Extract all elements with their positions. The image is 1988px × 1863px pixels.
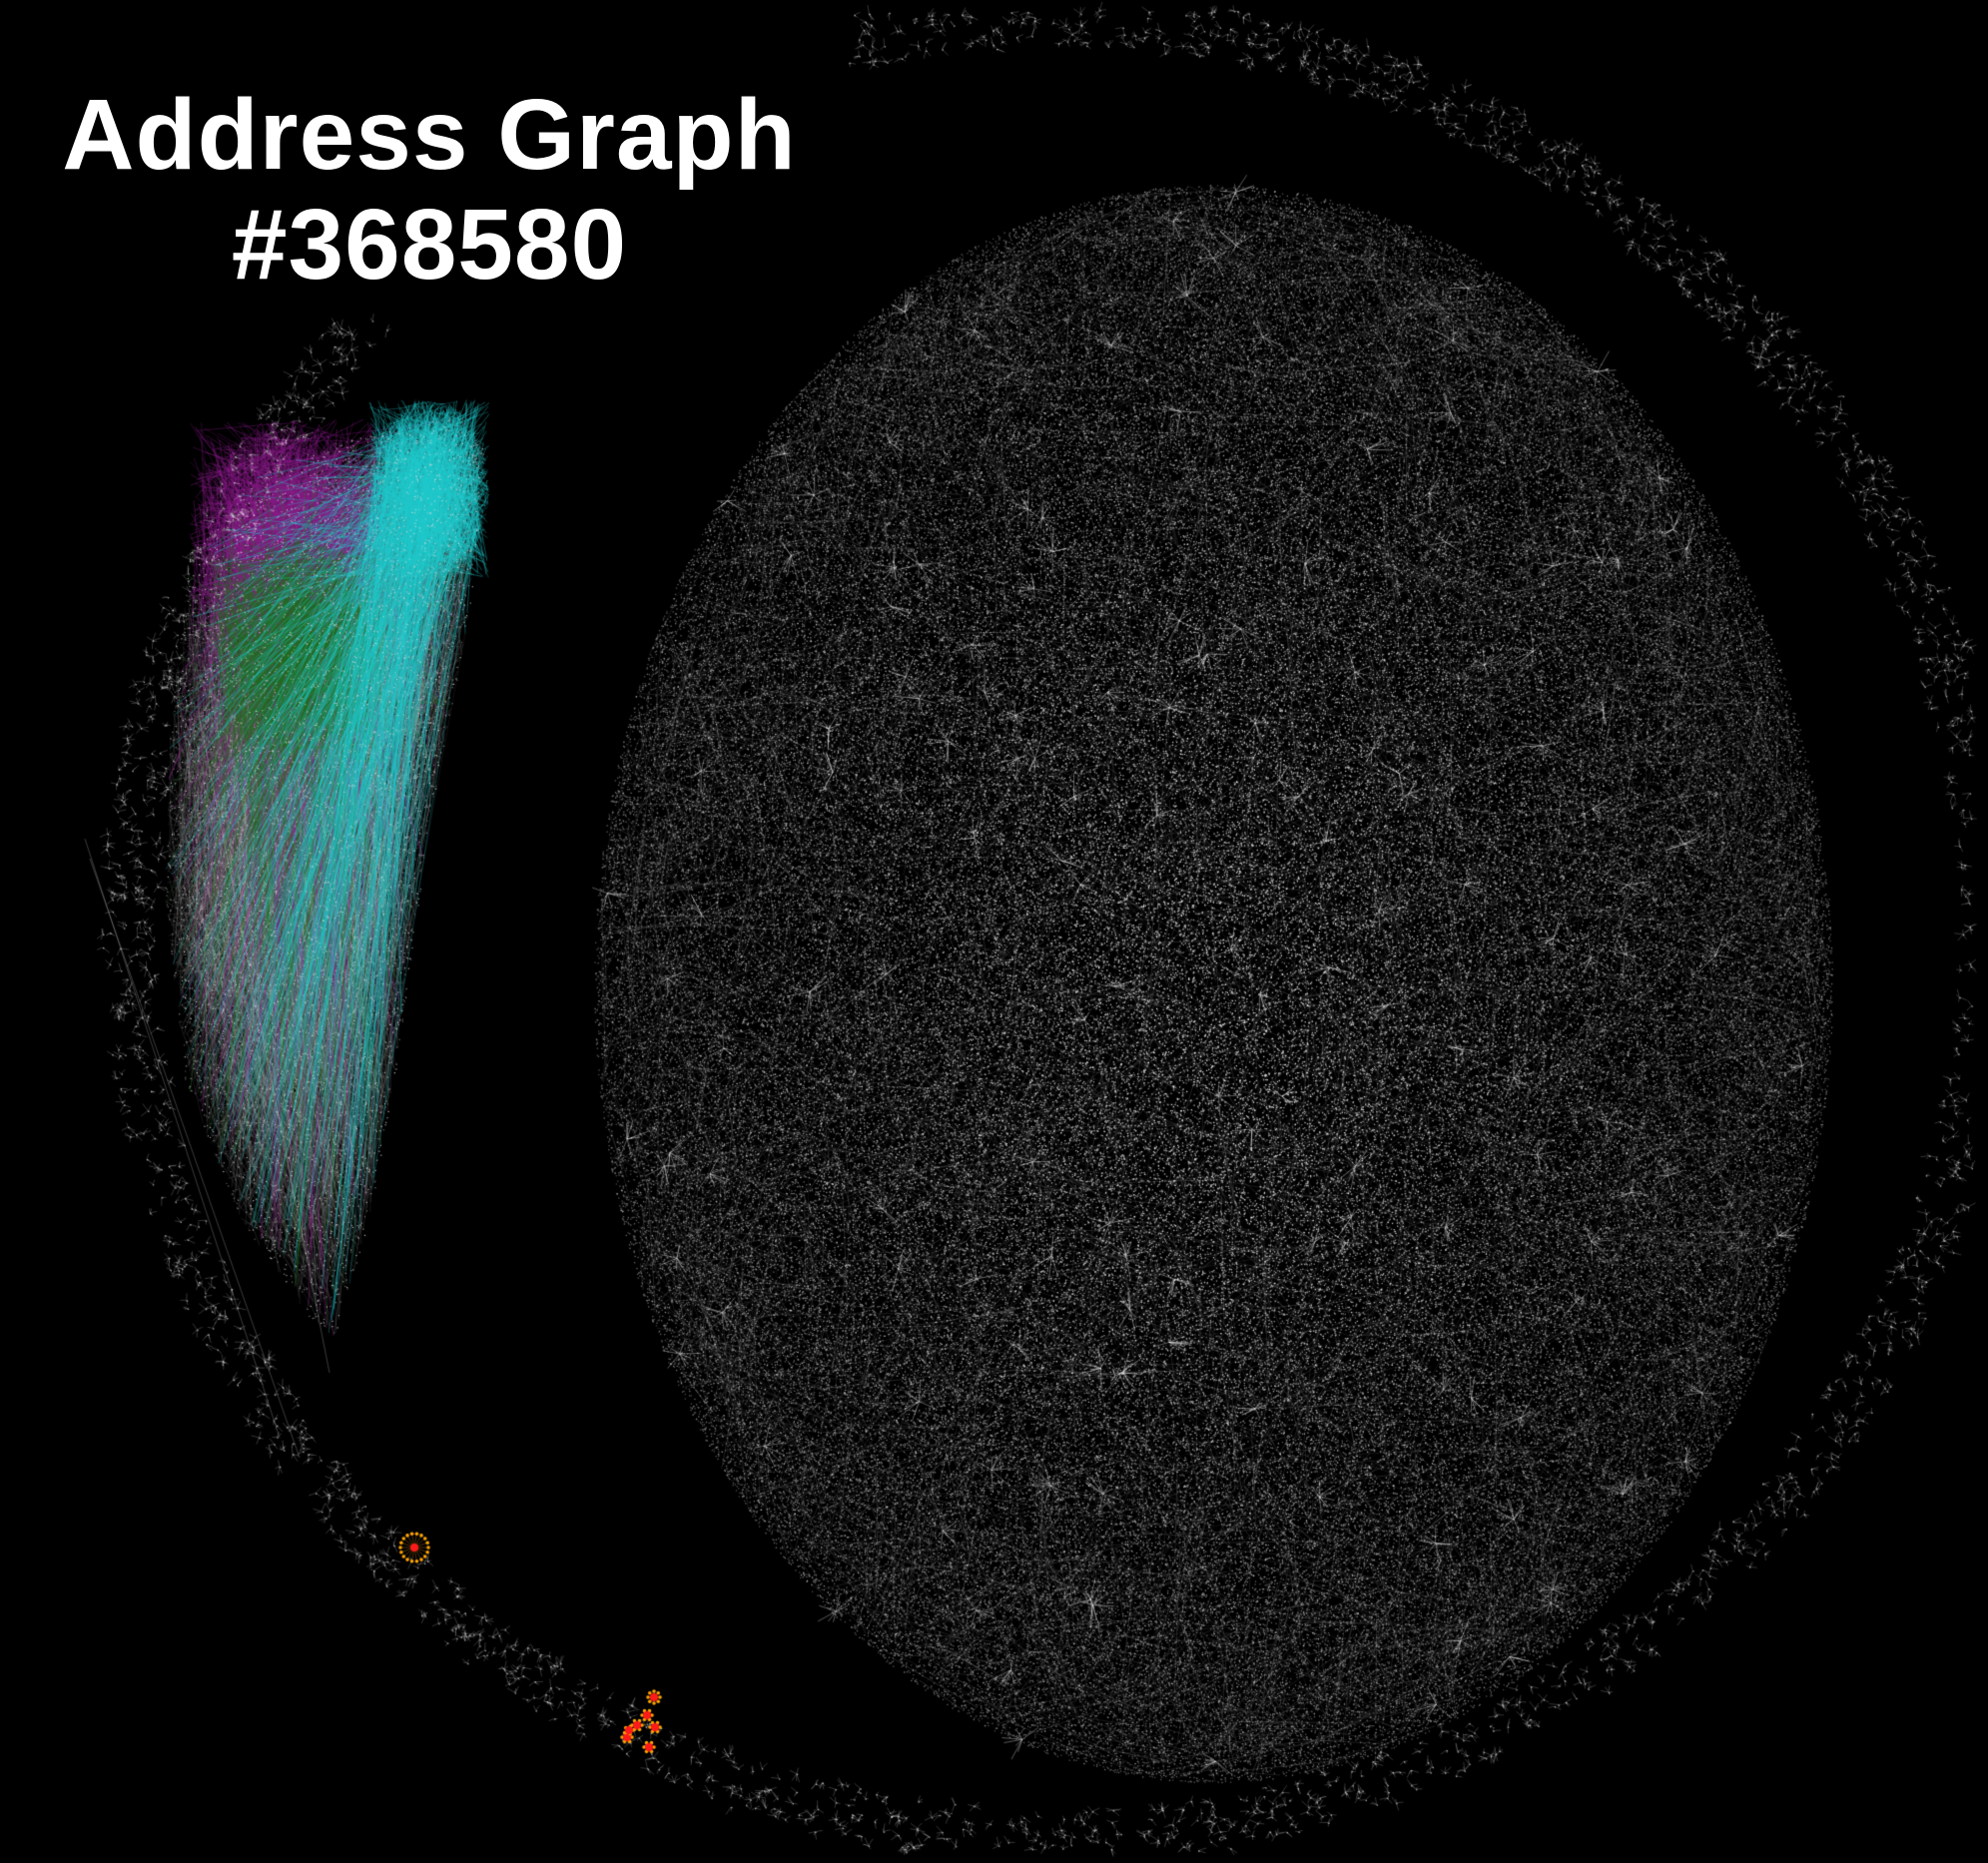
graph-title: Address Graph #368580 — [30, 80, 829, 300]
title-line-2: #368580 — [231, 189, 628, 301]
title-line-1: Address Graph — [62, 79, 797, 191]
